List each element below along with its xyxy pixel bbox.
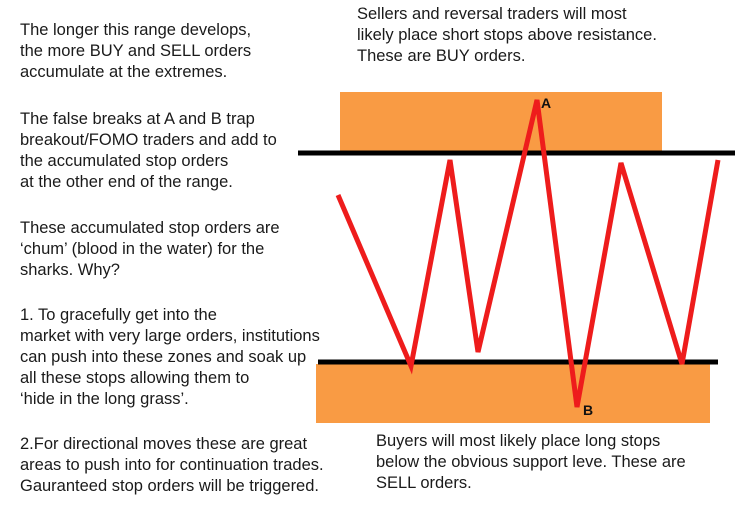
- label-b: B: [583, 402, 593, 418]
- text-line: at the other end of the range.: [20, 173, 233, 191]
- resistance-zone-box: [340, 92, 662, 152]
- label-a: A: [541, 95, 551, 111]
- text-line: below the obvious support leve. These ar…: [376, 453, 686, 471]
- text-line: ‘hide in the long grass’.: [20, 390, 189, 408]
- text-line: SELL orders.: [376, 474, 472, 492]
- text-line: ‘chum’ (blood in the water) for the: [20, 240, 265, 258]
- support-zone-box: [316, 364, 710, 423]
- left-paragraph-2: The false breaks at A and B trap breakou…: [20, 109, 277, 193]
- left-paragraph-5: 2.For directional moves these are great …: [20, 434, 324, 497]
- text-line: sharks. Why?: [20, 261, 120, 279]
- text-line: Sellers and reversal traders will most: [357, 5, 627, 23]
- text-line: areas to push into for continuation trad…: [20, 456, 324, 474]
- text-line: market with very large orders, instituti…: [20, 327, 320, 345]
- text-line: accumulate at the extremes.: [20, 63, 228, 81]
- text-line: 2.For directional moves these are great: [20, 435, 308, 453]
- left-paragraph-4: 1. To gracefully get into the market wit…: [20, 305, 320, 410]
- text-line: 1. To gracefully get into the: [20, 306, 217, 324]
- left-paragraph-3: These accumulated stop orders are ‘chum’…: [20, 218, 280, 281]
- text-line: breakout/FOMO traders and add to: [20, 131, 277, 149]
- price-path: [335, 99, 721, 408]
- text-line: These are BUY orders.: [357, 47, 526, 65]
- text-line: likely place short stops above resistanc…: [357, 26, 657, 44]
- text-line: Buyers will most likely place long stops: [376, 432, 661, 450]
- text-line: can push into these zones and soak up: [20, 348, 307, 366]
- text-line: These accumulated stop orders are: [20, 219, 280, 237]
- resistance-note: Sellers and reversal traders will most l…: [357, 4, 657, 67]
- text-line: Gauranteed stop orders will be triggered…: [20, 477, 319, 495]
- text-line: the accumulated stop orders: [20, 152, 229, 170]
- text-line: The longer this range develops,: [20, 21, 252, 39]
- text-line: the more BUY and SELL orders: [20, 42, 252, 60]
- left-paragraph-1: The longer this range develops, the more…: [20, 20, 251, 83]
- text-line: The false breaks at A and B trap: [20, 110, 255, 128]
- support-note: Buyers will most likely place long stops…: [376, 431, 686, 494]
- text-line: all these stops allowing them to: [20, 369, 250, 387]
